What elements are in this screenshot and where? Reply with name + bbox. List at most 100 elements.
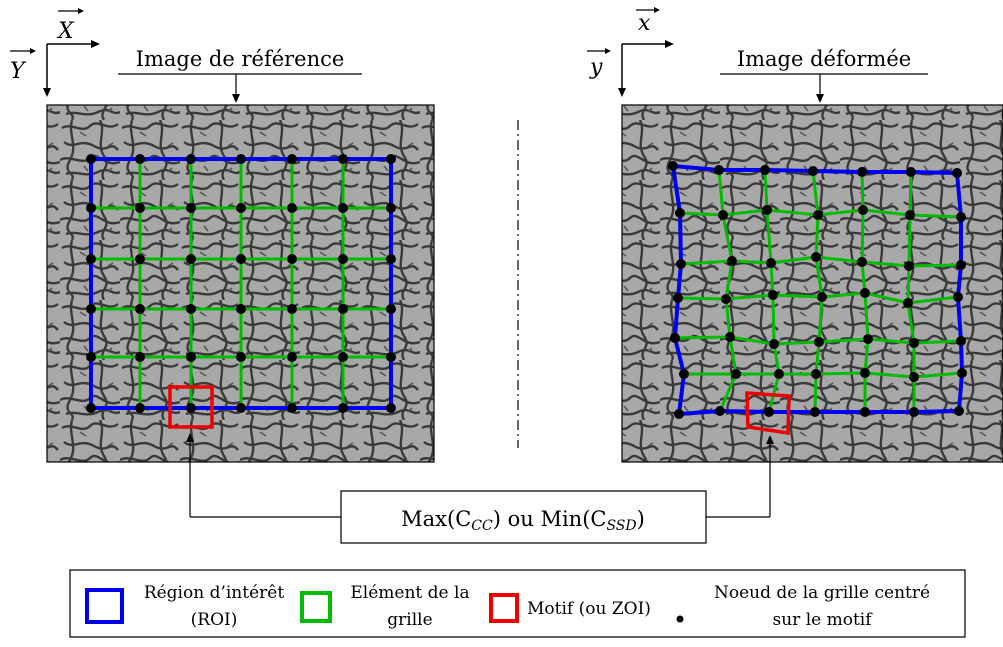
grid-node	[338, 154, 348, 164]
grid-element-edge	[908, 171, 913, 216]
grid-node	[668, 161, 678, 171]
grid-element-edge	[718, 373, 738, 412]
legend-element-swatch	[300, 591, 332, 623]
grid-element-edge	[770, 255, 817, 265]
criterion-connectors	[186, 433, 774, 518]
grid-node	[236, 352, 246, 362]
grid-node	[714, 165, 724, 175]
grid-node	[338, 254, 348, 264]
grid-element-edge	[906, 302, 916, 344]
grid-node	[725, 332, 735, 342]
grid-node	[338, 203, 348, 213]
grid-node	[957, 368, 967, 378]
grid-element-edge	[861, 260, 910, 268]
grid-node	[863, 334, 873, 344]
grid-node	[186, 254, 196, 264]
grid-node	[718, 210, 728, 220]
grid-node	[287, 403, 297, 413]
grid-element-edge	[731, 259, 772, 265]
grid-node	[715, 406, 725, 416]
grid-node	[135, 403, 145, 413]
grid-element-edge	[721, 214, 734, 262]
grid-node	[186, 203, 196, 213]
grid-node	[338, 304, 348, 314]
legend-motif-swatch	[489, 593, 519, 623]
grid-node	[86, 403, 96, 413]
grid-element-edge	[906, 265, 911, 304]
grid-node	[236, 154, 246, 164]
grid-element-edge	[674, 335, 731, 340]
grid-element-edge	[724, 260, 734, 300]
grid-node	[954, 406, 964, 416]
reference-axes: X Y	[10, 8, 100, 97]
grid-element-edge	[814, 341, 821, 375]
grid-element-edge	[863, 292, 870, 340]
grid-node	[386, 254, 396, 264]
grid-element-edge	[864, 371, 915, 379]
deformed-grid	[668, 161, 967, 436]
grid-node	[287, 304, 297, 314]
axis-x-label: X	[56, 19, 75, 44]
criterion-ssd-sub: SSD	[606, 518, 636, 534]
legend-element-line1: Elément de la	[350, 583, 469, 603]
grid-node	[86, 203, 96, 213]
grid-node	[135, 254, 145, 264]
grid-node	[952, 168, 962, 178]
grid-node	[956, 260, 966, 270]
grid-node	[86, 304, 96, 314]
grid-node	[287, 154, 297, 164]
grid-node	[906, 167, 916, 177]
grid-node	[338, 403, 348, 413]
criterion-close: )	[637, 507, 645, 531]
legend-node-line2: sur le motif	[772, 610, 873, 630]
grid-node	[186, 352, 196, 362]
grid-node	[762, 205, 772, 215]
grid-node	[956, 212, 966, 222]
grid-node	[766, 258, 776, 268]
grid-node	[858, 205, 868, 215]
grid-node	[135, 352, 145, 362]
grid-element-edge	[814, 214, 820, 258]
grid-node	[236, 254, 246, 264]
grid-element-edge	[908, 263, 962, 268]
grid-node	[338, 352, 348, 362]
grid-node	[953, 292, 963, 302]
legend-roi-line2: (ROI)	[191, 610, 238, 630]
grid-node	[811, 369, 821, 379]
grid-element-edge	[811, 170, 820, 216]
grid-element-edge	[680, 259, 733, 266]
grid-element-edge	[818, 337, 869, 344]
grid-node	[679, 369, 689, 379]
grid-element-edge	[677, 296, 727, 301]
grid-node	[287, 352, 297, 362]
grid-element-edge	[728, 336, 738, 375]
grid-node	[857, 257, 867, 267]
grid-node	[903, 298, 913, 308]
legend-roi-swatch	[85, 588, 124, 624]
grid-element-edge	[913, 371, 963, 379]
grid-element-edge	[814, 256, 824, 298]
grid-node	[86, 254, 96, 264]
grid-element-edge	[769, 262, 775, 296]
grid-node	[186, 304, 196, 314]
grid-element-edge	[860, 261, 867, 294]
reference-grid	[86, 154, 396, 429]
grid-node	[764, 407, 774, 417]
grid-element-edge	[722, 208, 768, 217]
grid-element-edge	[860, 209, 865, 263]
grid-element-edge	[867, 337, 915, 345]
grid-node	[860, 288, 870, 298]
grid-element-edge	[862, 208, 911, 217]
grid-element-edge	[766, 208, 819, 217]
grid-node	[676, 259, 686, 269]
grid-element-edge	[771, 294, 776, 345]
grid-node	[386, 352, 396, 362]
grid-element-edge	[724, 298, 732, 338]
grid-node	[186, 403, 196, 413]
grid-node	[905, 210, 915, 220]
grid-element-edge	[815, 255, 863, 264]
legend-node-line1: Noeud de la grille centré	[714, 583, 930, 603]
criterion-cc-sub: CC	[471, 518, 493, 534]
grid-node	[236, 304, 246, 314]
